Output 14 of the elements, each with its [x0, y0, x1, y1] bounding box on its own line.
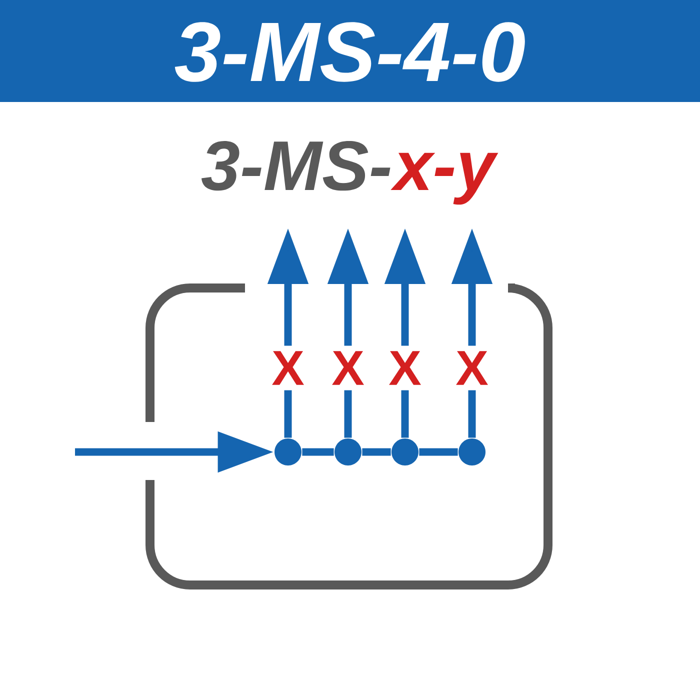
closed-mark: X	[326, 346, 370, 390]
junction-dot	[334, 438, 362, 466]
closed-mark: X	[450, 346, 494, 390]
junction-dot	[458, 438, 486, 466]
title-banner: 3-MS-4-0	[0, 0, 700, 102]
closed-mark: X	[266, 346, 310, 390]
junction-dot	[274, 438, 302, 466]
junction-dot	[392, 438, 418, 466]
subtitle: 3-MS-	[202, 140, 390, 191]
manifold-line	[302, 448, 334, 456]
closed-mark: X	[383, 346, 427, 390]
subtitle: x-y	[390, 152, 498, 205]
manifold-line	[362, 448, 391, 456]
manifold-line	[419, 448, 458, 456]
